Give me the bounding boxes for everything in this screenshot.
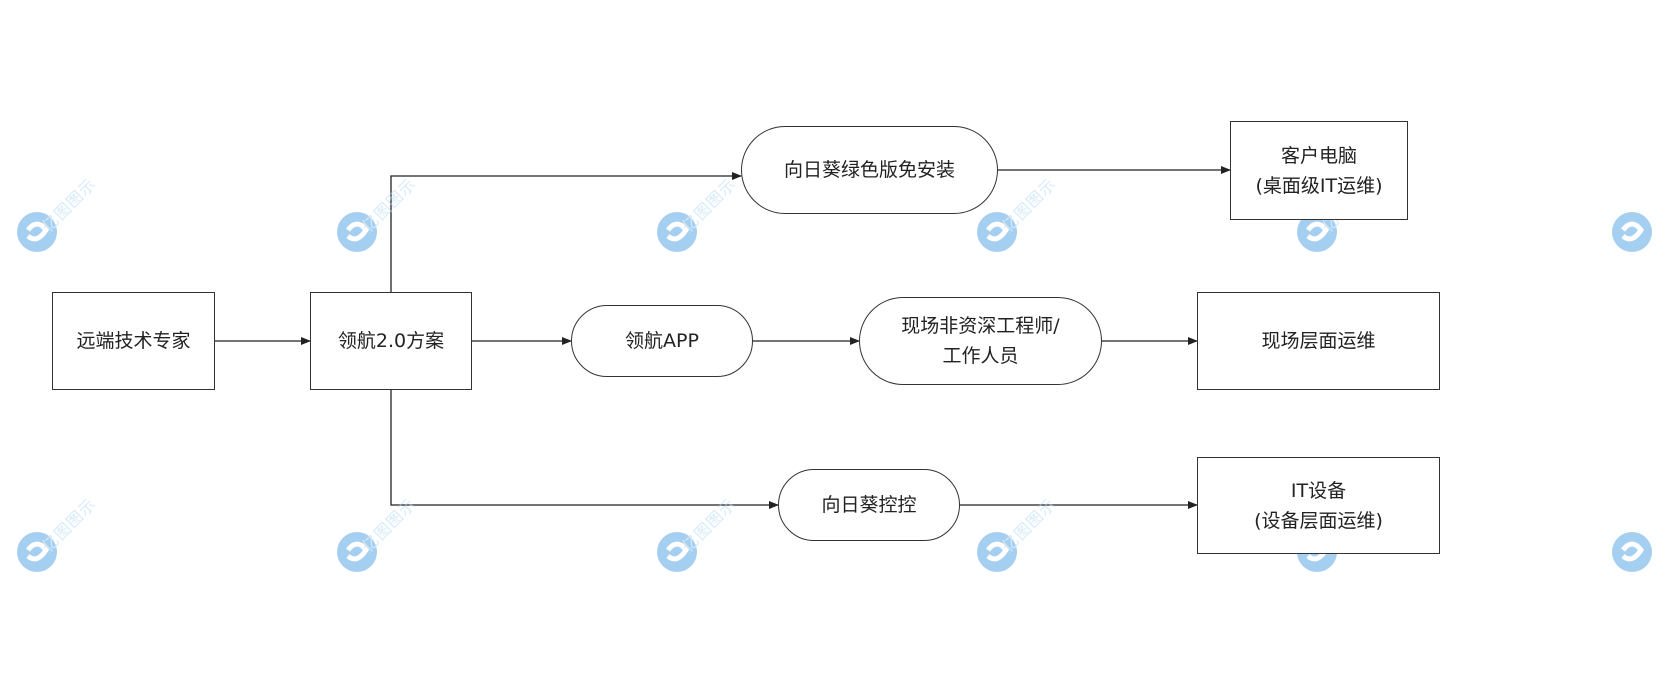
node-plan[interactable]: 领航2.0方案 [310,292,472,390]
node-sunflower-green[interactable]: 向日葵绿色版免安装 [741,126,998,214]
node-label: 向日葵控控 [821,494,917,516]
node-field-ops[interactable]: 现场层面运维 [1197,292,1440,390]
node-customer-pc[interactable]: 客户电脑 (桌面级IT运维) [1230,121,1408,220]
node-label: 领航APP [625,330,699,352]
node-label: 现场层面运维 [1261,330,1376,352]
node-remote-expert[interactable]: 远端技术专家 [52,292,215,390]
node-it-device[interactable]: IT设备 (设备层面运维) [1197,457,1440,554]
node-app[interactable]: 领航APP [571,305,753,377]
node-label: IT设备 (设备层面运维) [1254,479,1383,532]
node-label: 远端技术专家 [76,330,191,352]
connector-plan-to-sunflower-green [390,172,742,292]
node-label: 现场非资深工程师/ 工作人员 [901,315,1060,367]
connector-plan-to-sunflower-control [390,390,779,509]
node-field-staff[interactable]: 现场非资深工程师/ 工作人员 [859,297,1102,385]
node-label: 领航2.0方案 [337,330,445,352]
node-label: 客户电脑 (桌面级IT运维) [1255,144,1383,197]
node-sunflower-control[interactable]: 向日葵控控 [778,469,960,541]
node-label: 向日葵绿色版免安装 [783,159,955,181]
